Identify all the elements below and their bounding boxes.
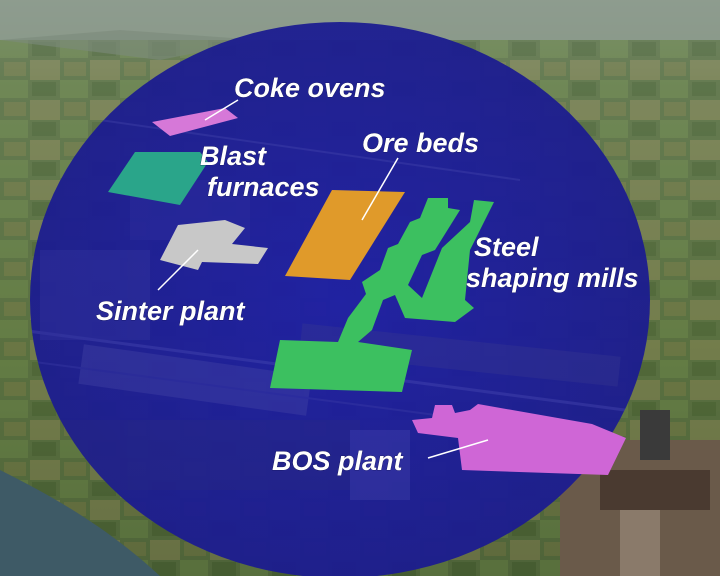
sinter-plant-area: [160, 220, 268, 270]
bos-plant-area: [412, 404, 626, 475]
coke-ovens-label: Coke ovens: [234, 73, 386, 103]
building-roof: [600, 470, 710, 510]
steel-shaping-label-line1: Steel: [474, 232, 539, 262]
coke-ovens-area: [152, 108, 238, 136]
sinter-plant-leader-line: [157, 249, 199, 291]
steel-shaping-label-line2: shaping mills: [466, 263, 639, 293]
blast-furnaces-label-line2: furnaces: [207, 172, 320, 202]
ore-beds-label: Ore beds: [362, 128, 479, 158]
bos-plant-label: BOS plant: [272, 446, 404, 476]
ore-beds-leader-line: [361, 157, 399, 221]
bos-plant-leader-line: [427, 439, 489, 459]
stack: [640, 410, 670, 460]
blast-furnaces-label-line1: Blast: [200, 141, 267, 171]
coke-ovens-leader-line: [204, 99, 239, 121]
steel-shaping-mills-area: [270, 198, 494, 392]
building-block: [620, 510, 660, 576]
water-body: [0, 470, 160, 576]
distant-town: [0, 30, 260, 60]
ore-beds-area: [285, 190, 405, 280]
sinter-plant-label: Sinter plant: [96, 296, 246, 326]
blast-furnaces-area: [108, 152, 208, 205]
